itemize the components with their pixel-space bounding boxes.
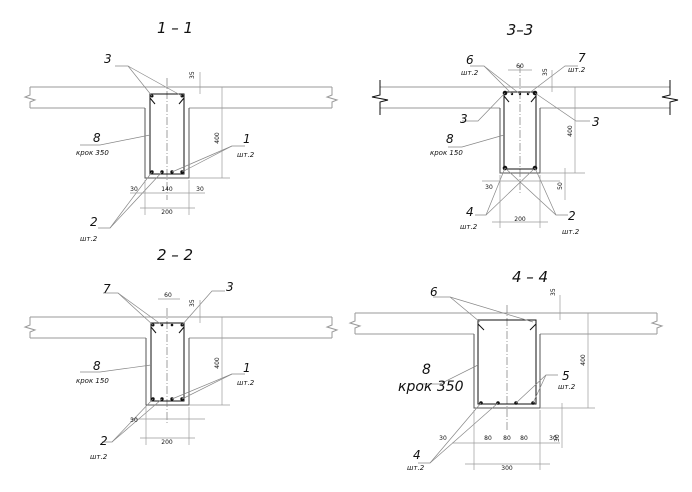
callout-2: 2 bbox=[568, 209, 576, 223]
dim-bottom-offset: 30 bbox=[554, 434, 561, 442]
callout-1-sub: шт.2 bbox=[237, 379, 255, 387]
slab-outline bbox=[371, 80, 679, 115]
dim-middle: 140 bbox=[161, 186, 173, 193]
callout-8-sub: крок 350 bbox=[76, 149, 109, 157]
leader-lines bbox=[448, 65, 590, 216]
dimension-lines bbox=[482, 69, 585, 228]
dim-top-offset: 35 bbox=[542, 68, 549, 76]
callout-2-sub: шт.2 bbox=[80, 235, 98, 243]
stirrup bbox=[150, 322, 185, 402]
callout-7-sub: шт.2 bbox=[568, 66, 586, 74]
stirrup bbox=[149, 93, 185, 175]
dim-span-4: 80 bbox=[520, 435, 528, 442]
dim-left-cover: 30 bbox=[130, 417, 138, 424]
dim-left-cover: 30 bbox=[485, 184, 493, 191]
callout-7: 7 bbox=[103, 282, 111, 296]
dim-span-3: 80 bbox=[503, 435, 511, 442]
section-3-3: 3–3 bbox=[371, 21, 679, 236]
section-1-1: 1 – 1 bbox=[23, 19, 339, 243]
slab-outline bbox=[23, 316, 339, 339]
dim-span-5: 30 bbox=[549, 435, 557, 442]
callout-2: 2 bbox=[90, 215, 98, 229]
section-4-4: 4 – 4 bbox=[348, 268, 664, 472]
beam-web-outline bbox=[145, 338, 190, 406]
dim-top-offset: 35 bbox=[189, 299, 196, 307]
callout-8-sub: крок 150 bbox=[76, 377, 109, 385]
callout-1: 1 bbox=[243, 132, 251, 146]
dim-top-offset: 35 bbox=[189, 71, 196, 79]
beam-web-outline bbox=[473, 334, 541, 409]
dimension-lines bbox=[130, 72, 230, 215]
callout-5-sub: шт.2 bbox=[558, 383, 576, 391]
dim-left-cover: 30 bbox=[130, 186, 138, 193]
dim-top-gap: 60 bbox=[516, 63, 524, 70]
callout-8: 8 bbox=[422, 362, 431, 378]
rebars bbox=[151, 323, 184, 401]
callout-8-sub: крок 350 bbox=[398, 379, 464, 395]
callout-3-left: 3 bbox=[460, 112, 468, 126]
callout-6-sub: шт.2 bbox=[461, 69, 479, 77]
stirrup bbox=[503, 91, 537, 170]
dim-bottom-offset: 50 bbox=[557, 182, 564, 190]
callout-1-sub: шт.2 bbox=[237, 151, 255, 159]
dimension-lines bbox=[130, 298, 230, 445]
slab-outline bbox=[348, 312, 664, 335]
leader-lines bbox=[80, 290, 245, 443]
callout-4-sub: шт.2 bbox=[460, 223, 478, 231]
section-1-1-title: 1 – 1 bbox=[157, 19, 193, 37]
section-2-2-title: 2 – 2 bbox=[157, 246, 193, 264]
dimension-lines bbox=[452, 295, 595, 470]
dim-top-offset: 35 bbox=[550, 288, 557, 296]
callout-5: 5 bbox=[562, 369, 570, 383]
callout-7: 7 bbox=[578, 51, 586, 65]
callout-4-sub: шт.2 bbox=[407, 464, 425, 472]
dim-height: 400 bbox=[214, 132, 221, 144]
callout-8: 8 bbox=[93, 131, 101, 145]
dim-height: 400 bbox=[567, 125, 574, 137]
slab-outline bbox=[23, 86, 339, 109]
dim-width: 200 bbox=[161, 439, 173, 446]
callout-8-sub: крок 150 bbox=[430, 149, 463, 157]
callout-4: 4 bbox=[466, 205, 474, 219]
dim-height: 400 bbox=[214, 357, 221, 369]
leader-lines bbox=[80, 65, 245, 229]
callout-2-sub: шт.2 bbox=[562, 228, 580, 236]
section-2-2: 2 – 2 bbox=[23, 246, 339, 461]
callout-4: 4 bbox=[413, 448, 421, 462]
dim-span-2: 80 bbox=[484, 435, 492, 442]
callout-6: 6 bbox=[466, 53, 474, 67]
beam-web-outline bbox=[144, 108, 190, 179]
callout-8: 8 bbox=[446, 132, 454, 146]
section-3-3-title: 3–3 bbox=[507, 21, 534, 39]
callout-3-right: 3 bbox=[592, 115, 600, 129]
dim-span-1: 30 bbox=[439, 435, 447, 442]
section-4-4-title: 4 – 4 bbox=[512, 268, 548, 286]
dim-width: 300 bbox=[501, 465, 513, 472]
dim-width: 200 bbox=[161, 209, 173, 216]
stirrup bbox=[477, 319, 537, 405]
dim-right-cover: 30 bbox=[196, 186, 204, 193]
dim-top-gap: 60 bbox=[164, 292, 172, 299]
callout-3: 3 bbox=[104, 52, 112, 66]
leader-lines bbox=[418, 296, 558, 464]
dim-height: 400 bbox=[580, 354, 587, 366]
callout-8: 8 bbox=[93, 359, 101, 373]
callout-6: 6 bbox=[430, 285, 438, 299]
callout-2: 2 bbox=[100, 434, 108, 448]
callout-2-sub: шт.2 bbox=[90, 453, 108, 461]
dim-width: 200 bbox=[514, 216, 526, 223]
callout-1: 1 bbox=[243, 361, 251, 375]
callout-3: 3 bbox=[226, 280, 234, 294]
